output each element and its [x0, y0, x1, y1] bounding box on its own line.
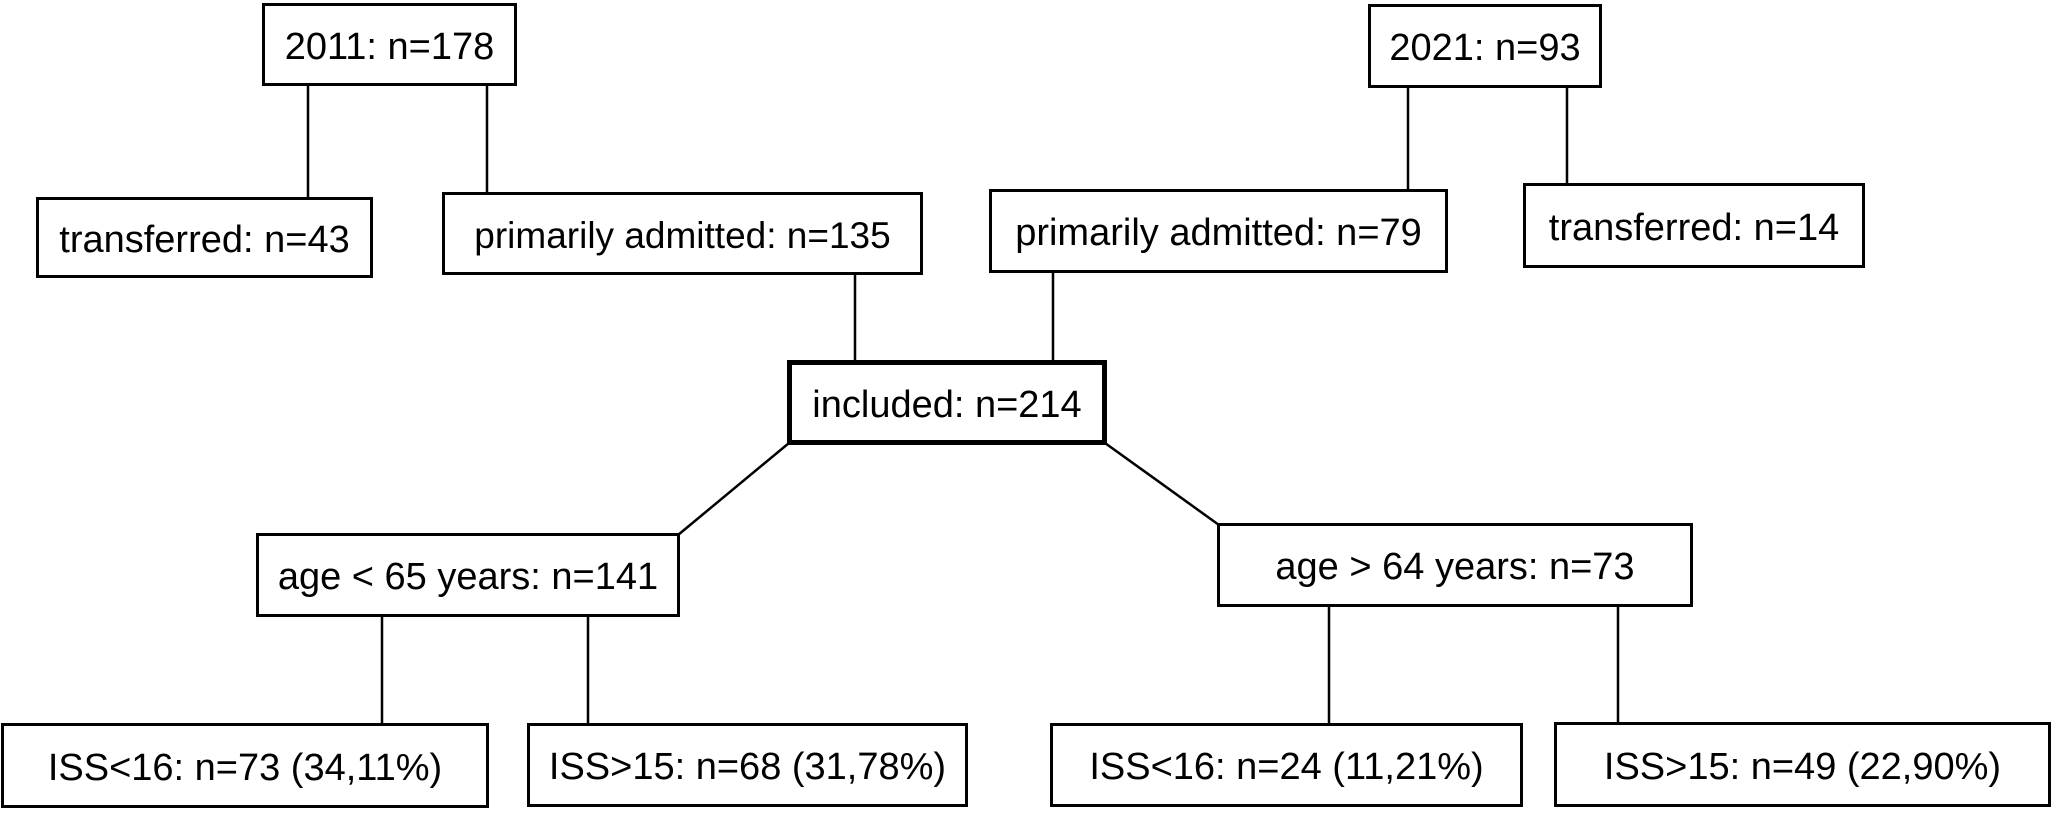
node-transferred-2011: transferred: n=43 — [36, 197, 373, 278]
connector-included-age-under-65 — [677, 442, 790, 536]
node-age-over-64: age > 64 years: n=73 — [1217, 523, 1693, 607]
node-year-2021: 2021: n=93 — [1368, 4, 1602, 88]
connector-included-age-over-64 — [1104, 441, 1220, 527]
node-year-2011: 2011: n=178 — [262, 3, 517, 86]
node-iss-low-under-65: ISS<16: n=73 (34,11%) — [1, 723, 489, 808]
node-iss-high-under-65: ISS>15: n=68 (31,78%) — [527, 723, 968, 807]
node-iss-low-over-64: ISS<16: n=24 (11,21%) — [1050, 723, 1523, 807]
node-age-under-65: age < 65 years: n=141 — [256, 533, 680, 617]
node-iss-high-over-64: ISS>15: n=49 (22,90%) — [1554, 722, 2051, 807]
node-transferred-2021: transferred: n=14 — [1523, 183, 1865, 268]
node-primarily-admitted-2011: primarily admitted: n=135 — [442, 192, 923, 275]
node-primarily-admitted-2021: primarily admitted: n=79 — [989, 189, 1448, 273]
node-included: included: n=214 — [787, 360, 1107, 445]
